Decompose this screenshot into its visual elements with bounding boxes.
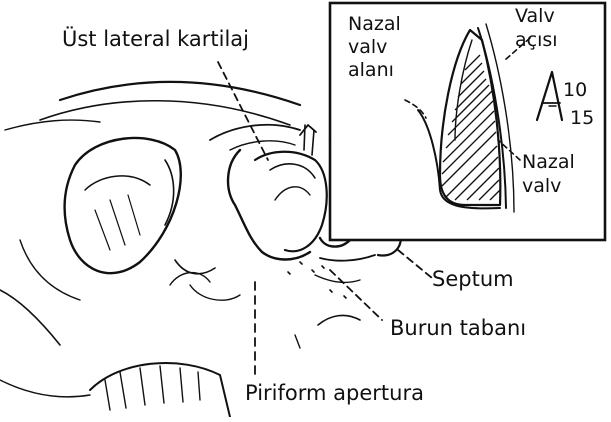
label-septum: Septum	[432, 267, 514, 291]
inset-label-nazal-valv-alani-line2: valv	[348, 36, 387, 58]
inset-label-nazal-valv-alani-line1: Nazal	[348, 13, 401, 35]
label-burun-tabani: Burun tabanı	[390, 316, 526, 340]
inset-label-angle-max: 15	[570, 107, 594, 129]
inset-label-valv-acisi-line2: açısı	[515, 29, 558, 51]
inset-label-nazal-valv-line2: valv	[522, 175, 561, 197]
label-ust-lateral-kartilaj: Üst lateral kartilaj	[62, 26, 249, 51]
inset-label-nazal-valv-alani-line3: alanı	[348, 59, 394, 81]
inset-label-angle-min: 10	[563, 79, 587, 101]
inset-label-valv-acisi-line1: Valv	[515, 5, 555, 27]
label-piriform-apertura: Piriform apertura	[245, 381, 424, 405]
inset-label-nazal-valv-line1: Nazal	[522, 151, 575, 173]
